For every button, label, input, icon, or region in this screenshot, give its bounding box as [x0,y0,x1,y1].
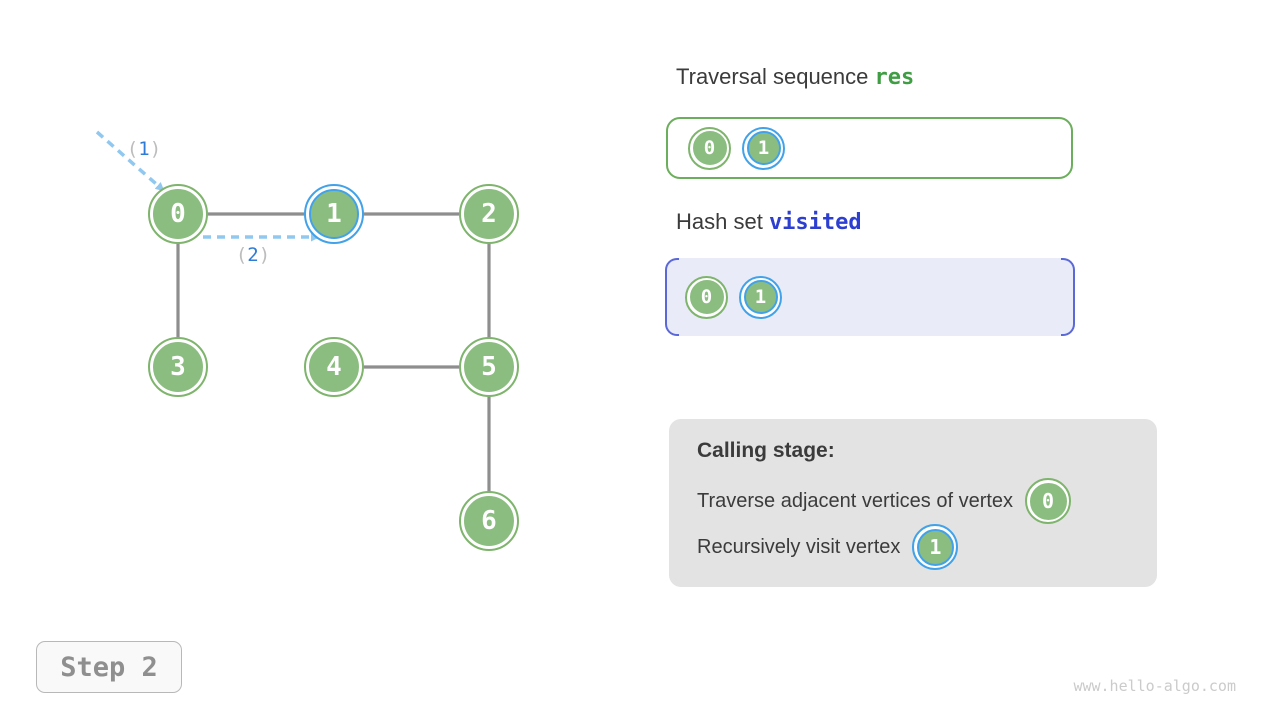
vertex-node-label: 1 [309,189,359,239]
traversal-sequence-title-text: Traversal sequence [676,64,875,89]
order-number: 1 [138,138,150,160]
calling-stage-line-1: Traverse adjacent vertices of vertex 0 [697,478,1157,524]
visited-code-label: visited [768,210,862,235]
vertex-node-4: 4 [304,337,364,397]
arrow-order-label-2: (2) [236,244,270,266]
arrow-order-label-1: (1) [127,138,161,160]
hash-set-title-text: Hash set [676,209,769,234]
calling-stage-line-1-node-slot: 0 [1025,478,1072,524]
vertex-node-label: 0 [1029,482,1067,520]
calling-stage-line-2-text: Recursively visit vertex [697,535,901,558]
vertex-node-label: 6 [464,496,514,546]
traversal-sequence-title: Traversal sequence res [676,64,914,90]
vertex-node-5: 5 [459,337,519,397]
vertex-node-1: 1 [739,275,782,319]
graph-edges-layer [95,130,491,521]
vertex-node-label: 0 [153,189,203,239]
paren-open: ( [126,138,139,160]
dfs-arrow-1 [95,130,165,192]
vertex-node-label: 0 [689,280,724,314]
hash-set-bracket-left [665,258,679,336]
vertex-node-label: 1 [916,528,954,566]
paren-close: ) [149,138,162,160]
vertex-node-0: 0 [688,126,731,170]
vertex-node-3: 3 [148,337,208,397]
vertex-node-0: 0 [685,275,728,319]
vertex-node-1: 1 [742,126,785,170]
vertex-node-label: 3 [153,342,203,392]
paren-open: ( [235,244,248,266]
vertex-node-0: 0 [148,184,208,244]
paren-close: ) [258,244,271,266]
vertex-node-label: 5 [464,342,514,392]
res-code-label: res [874,65,915,90]
vertex-node-label: 0 [692,131,727,165]
hash-set-title: Hash set visited [676,209,862,235]
vertex-node-6: 6 [459,491,519,551]
vertex-node-label: 1 [743,280,778,314]
vertex-node-0: 0 [1025,478,1072,524]
order-number: 2 [247,244,259,266]
calling-stage-box: Calling stage: Traverse adjacent vertice… [669,419,1157,587]
calling-stage-line-2-node-slot: 1 [912,524,959,570]
calling-stage-line-2: Recursively visit vertex 1 [697,524,1157,570]
vertex-node-label: 4 [309,342,359,392]
vertex-node-label: 1 [746,131,781,165]
vertex-node-2: 2 [459,184,519,244]
calling-stage-line-1-text: Traverse adjacent vertices of vertex [697,489,1014,512]
vertex-node-label: 2 [464,189,514,239]
vertex-node-1: 1 [304,184,364,244]
vertex-node-1: 1 [912,524,959,570]
step-badge: Step 2 [36,641,182,693]
calling-stage-title: Calling stage: [697,439,835,462]
watermark: www.hello-algo.com [1073,677,1236,695]
